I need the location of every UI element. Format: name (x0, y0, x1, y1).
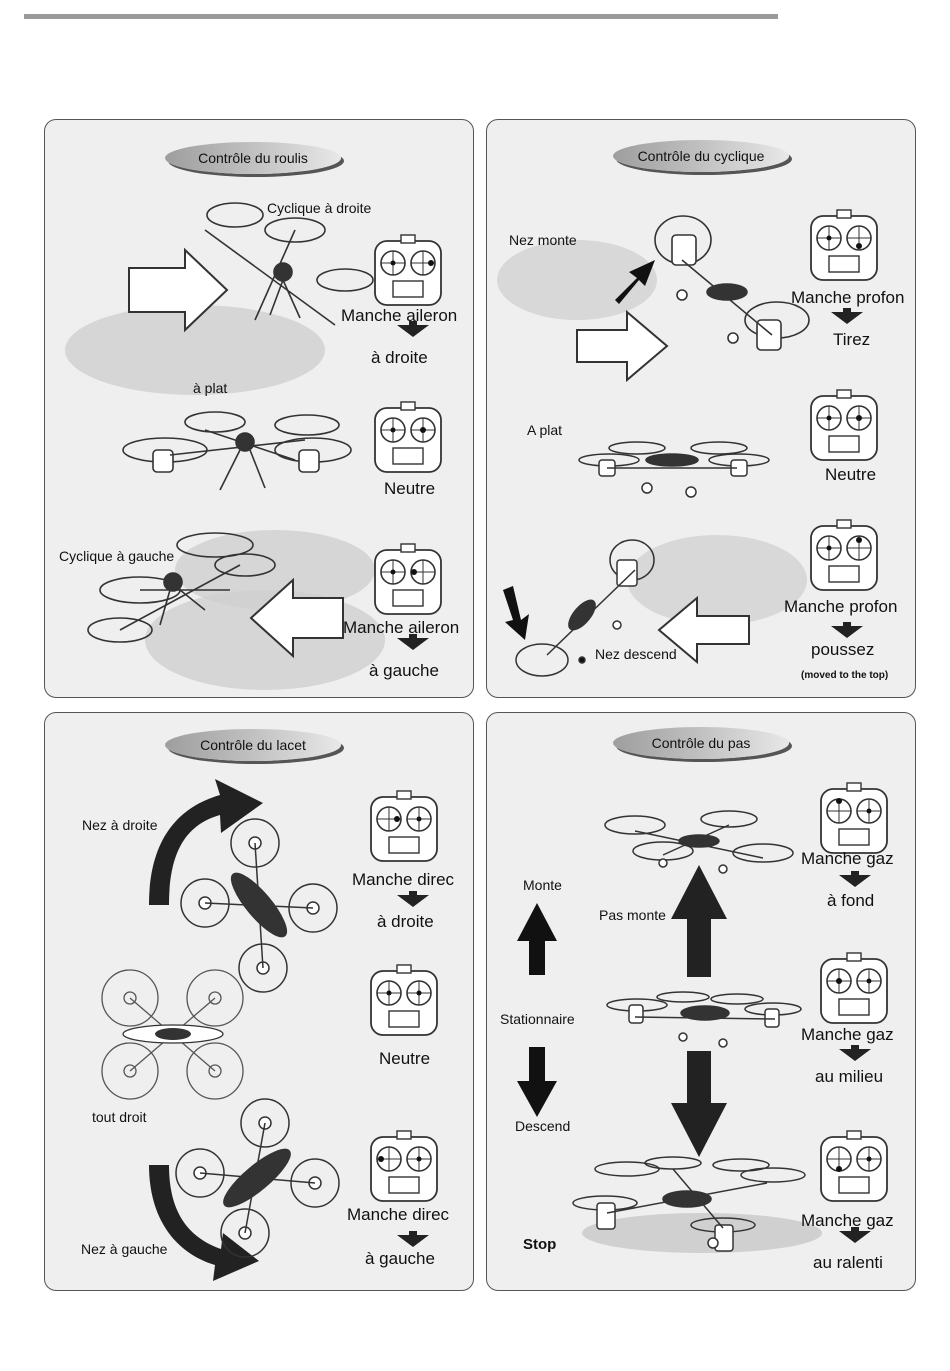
solid-arrow-up-right-icon (615, 260, 655, 304)
note-label: (moved to the top) (801, 670, 889, 681)
transmitter-pull-icon (810, 209, 878, 281)
yaw-illustration (101, 779, 438, 1281)
transmitter-push-icon (810, 519, 878, 591)
stick-label: Manche profon (791, 288, 905, 307)
arrow-down-icon (397, 1231, 429, 1247)
drone-flat-icon (122, 411, 352, 491)
transmitter-idle-throttle-icon (820, 1130, 888, 1202)
hollow-arrow-right-icon (128, 247, 229, 333)
direction-label: à gauche (365, 1249, 435, 1268)
throttle-control-panel: Contrôle du pas Manche gaz à fond Monte … (486, 712, 916, 1291)
label-straight: tout droit (92, 1109, 147, 1125)
throttle-illustration (517, 782, 888, 1253)
direction-label: à droite (371, 348, 428, 367)
hollow-arrow-right-icon (576, 309, 669, 383)
transmitter-left-icon (374, 543, 442, 615)
label-hover: Stationnaire (500, 1011, 575, 1027)
label-flat: à plat (193, 380, 228, 396)
stick-label: Manche gaz (801, 849, 894, 868)
header-rule (24, 14, 778, 19)
stick-label: Manche direc (347, 1205, 450, 1224)
arrow-down-icon (831, 622, 863, 638)
drone-tilted-right-icon (204, 202, 374, 326)
label-stop: Stop (523, 1236, 557, 1253)
neutral-label: Neutre (384, 479, 436, 498)
stick-label: Manche aileron (343, 618, 460, 637)
drone-tilted-left-icon (87, 532, 276, 643)
stick-label: Manche gaz (801, 1211, 894, 1230)
solid-arrow-down-left-icon (503, 586, 529, 640)
direction-label: au milieu (815, 1067, 884, 1086)
hollow-arrow-left-icon (249, 577, 344, 659)
transmitter-neutral-icon (374, 401, 442, 473)
arrow-down-icon (517, 1047, 557, 1117)
direction-label: au ralenti (813, 1253, 883, 1272)
panel-title: Contrôle du roulis (165, 142, 341, 174)
stick-label: Manche profon (784, 597, 898, 616)
roll-illustration (65, 202, 442, 690)
arrow-down-icon (831, 308, 863, 324)
pitch-control-panel: Contrôle du cyclique Nez monte Manche pr… (486, 119, 916, 698)
arrow-down-icon (397, 891, 429, 907)
direction-label: à fond (827, 891, 875, 910)
transmitter-mid-throttle-icon (820, 952, 888, 1024)
label-cyclic-right: Cyclique à droite (267, 200, 372, 216)
neutral-label: Neutre (825, 465, 877, 484)
drone-flat-icon (578, 441, 770, 498)
pitch-illustration (497, 209, 878, 677)
panel-title: Contrôle du pas (613, 727, 789, 759)
drone-nose-up-icon (654, 215, 810, 351)
roll-control-panel: Contrôle du roulis Cyclique à droite Man… (44, 119, 474, 698)
transmitter-neutral-icon (370, 964, 438, 1036)
label-nose-down: Nez descend (595, 646, 677, 662)
direction-label: à gauche (369, 661, 439, 680)
arrow-down-icon (839, 871, 871, 887)
arrow-up-icon (517, 903, 557, 975)
arrow-down-icon (839, 1227, 871, 1243)
direction-label: à droite (377, 912, 434, 931)
label-cyclic-left: Cyclique à gauche (59, 548, 175, 564)
hollow-arrow-left-icon (657, 595, 750, 665)
label-nose-right: Nez à droite (82, 817, 158, 833)
panel-title: Contrôle du lacet (165, 729, 341, 761)
drone-straight-icon (101, 969, 244, 1100)
panel-title: Contrôle du cyclique (613, 140, 789, 172)
drone-climb-icon (604, 810, 794, 874)
direction-label: poussez (811, 640, 875, 659)
drone-yaw-right-icon (180, 818, 338, 993)
arrow-down-large-icon (671, 1051, 727, 1157)
label-nose-left: Nez à gauche (81, 1241, 168, 1257)
label-nose-up: Nez monte (509, 232, 577, 248)
stick-label: Manche aileron (341, 306, 458, 325)
transmitter-yaw-left-icon (370, 1130, 438, 1202)
transmitter-neutral-icon (810, 389, 878, 461)
drone-nose-down-icon (515, 539, 655, 677)
arrow-down-icon (839, 1045, 871, 1061)
label-flat: A plat (527, 422, 563, 438)
transmitter-right-icon (374, 234, 442, 306)
transmitter-yaw-right-icon (370, 790, 438, 862)
label-down: Descend (515, 1118, 571, 1134)
drone-yaw-left-icon (175, 1098, 340, 1258)
label-up: Monte (523, 877, 562, 893)
stick-label: Manche direc (352, 870, 455, 889)
arrow-down-icon (397, 634, 429, 650)
neutral-label: Neutre (379, 1049, 431, 1068)
transmitter-full-throttle-icon (820, 782, 888, 854)
curved-arrow-up-right-icon (149, 779, 263, 905)
arrow-up-large-icon (671, 865, 727, 977)
drone-hover-icon (606, 991, 802, 1048)
yaw-control-panel: Contrôle du lacet Nez à droite Manche di… (44, 712, 474, 1291)
stick-label: Manche gaz (801, 1025, 894, 1044)
label-pitch-up: Pas monte (599, 907, 666, 923)
arrow-down-icon (397, 321, 429, 337)
drone-landed-icon (572, 1156, 806, 1252)
direction-label: Tirez (833, 330, 871, 349)
